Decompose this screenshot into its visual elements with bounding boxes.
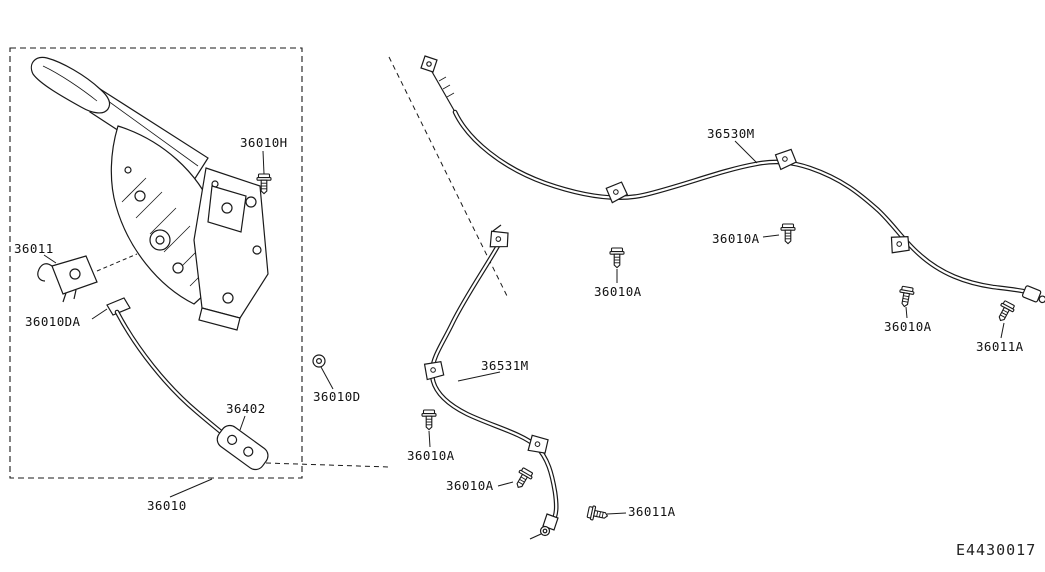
cable-36531m — [422, 224, 559, 540]
part-label-36011a: 36011A — [628, 504, 676, 519]
part-label-36531m: 36531M — [481, 358, 529, 373]
clip-part-36010da — [106, 297, 131, 316]
parking-brake-lever — [30, 56, 269, 331]
part-label-36010a: 36010A — [884, 319, 932, 334]
part-label-36010a: 36010A — [712, 231, 760, 246]
connector-dash-lines — [265, 56, 509, 468]
part-label-36010a: 36010A — [446, 478, 494, 493]
front-cable-and-equalizer — [114, 309, 269, 471]
part-label-36010: 36010 — [147, 498, 187, 513]
part-label-36010h: 36010H — [240, 135, 288, 150]
diagram-code: E4430017 — [956, 541, 1037, 559]
part-label-36530m: 36530M — [707, 126, 755, 141]
part-label-36010a: 36010A — [407, 448, 455, 463]
cable-clip-icon — [887, 232, 913, 257]
cable-clip-icon — [485, 226, 513, 253]
part-label-36402: 36402 — [226, 401, 266, 416]
cable-36530m — [420, 55, 1045, 304]
bolt-icon — [896, 285, 916, 309]
cable-clip-icon — [422, 359, 446, 382]
flat-washer-icon — [312, 354, 326, 368]
detail-box — [9, 47, 303, 479]
switch-part-36011 — [37, 253, 138, 303]
part-label-36011a: 36011A — [976, 339, 1024, 354]
part-label-36011: 36011 — [14, 241, 54, 256]
leader-lines — [43, 140, 1005, 515]
part-label-36010a: 36010A — [594, 284, 642, 299]
cable-clip-icon — [524, 431, 553, 459]
bolt-icon — [993, 299, 1017, 325]
bolt-icon — [421, 409, 437, 431]
bolt-icon — [609, 247, 625, 269]
cable-clip-icon — [605, 180, 629, 204]
bolt-icon — [780, 223, 796, 245]
bolt-icon — [586, 504, 610, 524]
bolt-icon — [511, 466, 535, 492]
cable-clip-icon — [774, 148, 798, 171]
part-label-36010d: 36010D — [313, 389, 361, 404]
part-label-36010da: 36010DA — [25, 314, 81, 329]
fasteners — [256, 173, 1017, 524]
